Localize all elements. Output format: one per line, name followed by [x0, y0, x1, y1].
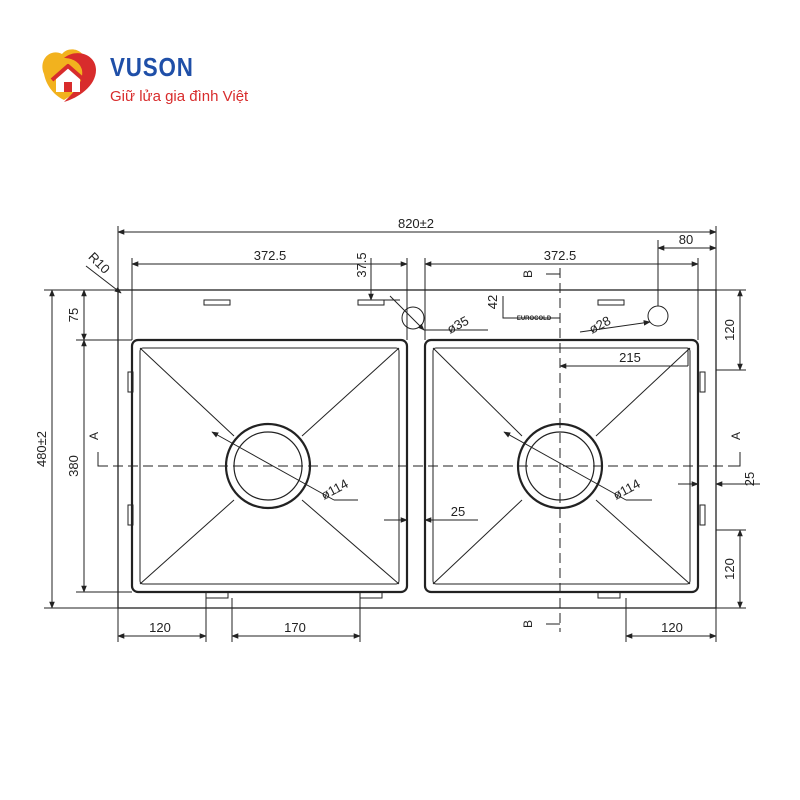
- brand-logo: VUSON Giữ lửa gia đình Việt: [34, 44, 294, 114]
- dim-corner-radius: R10: [85, 249, 112, 276]
- section-b-bottom: B: [521, 620, 535, 628]
- dim-side-tap: 80: [679, 232, 693, 247]
- hole-28: [647, 305, 669, 327]
- dim-left-bowl-width: 372.5: [254, 248, 287, 263]
- house-heart-icon: [42, 49, 96, 102]
- hole-35: [401, 306, 425, 330]
- dim-bottom-center: 170: [284, 620, 306, 635]
- dim-right-side: 25: [742, 472, 757, 486]
- dim-overall-height: 480±2: [34, 431, 49, 467]
- dim-bottom-left: 120: [149, 620, 171, 635]
- dim-hole-28: ø28: [586, 313, 613, 337]
- section-a-right: A: [729, 432, 743, 440]
- sink-outline: [117, 289, 717, 609]
- section-a-left: A: [87, 432, 101, 440]
- section-b-top: B: [521, 270, 535, 278]
- dim-tap-to-center: 215: [619, 350, 641, 365]
- dim-drain-right: ø114: [610, 476, 642, 503]
- dim-hole-35: ø35: [444, 313, 471, 337]
- dim-right-top: 120: [722, 319, 737, 341]
- dim-drain-left: ø114: [318, 476, 350, 503]
- brand-name: VUSON: [110, 52, 194, 82]
- dim-back-margin: 37.5: [354, 252, 369, 277]
- dim-divider: 25: [451, 504, 465, 519]
- dim-right-bottom: 120: [722, 558, 737, 580]
- eurocold-stamp: EUROCOLD: [517, 316, 552, 322]
- dim-top-edge: 75: [66, 308, 81, 322]
- dim-bowl-depth: 380: [66, 455, 81, 477]
- dim-right-bowl-width: 372.5: [544, 248, 577, 263]
- dim-bottom-right: 120: [661, 620, 683, 635]
- brand-slogan: Giữ lửa gia đình Việt: [110, 88, 249, 105]
- dim-overall-width: 820±2: [398, 216, 434, 231]
- dim-tap-offset: 42: [485, 295, 500, 309]
